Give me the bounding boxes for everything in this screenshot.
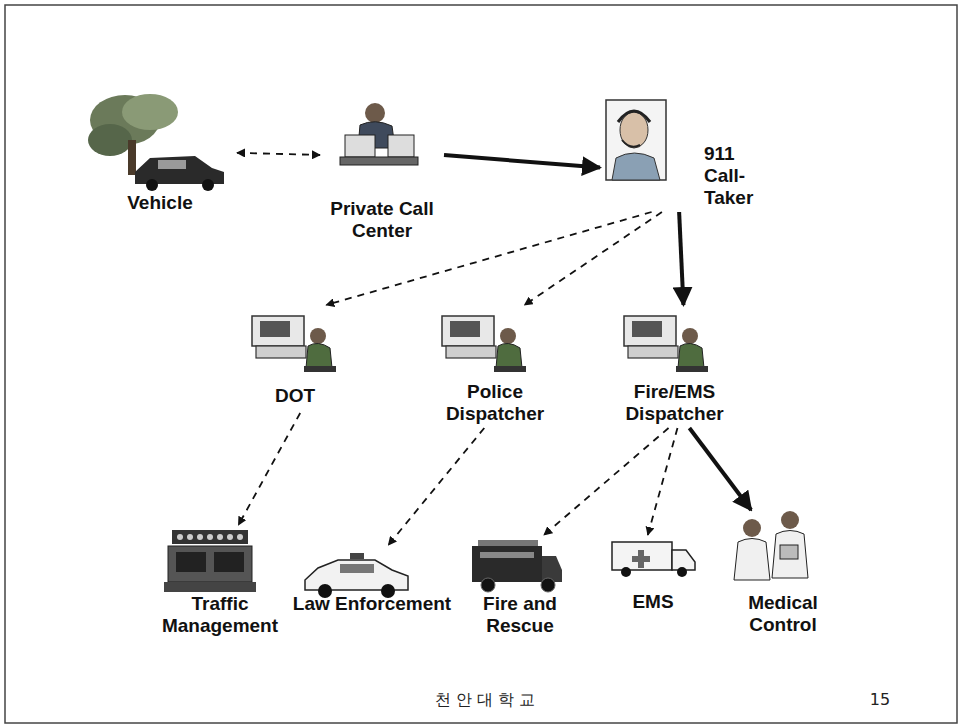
icon-node: DOT bbox=[243, 305, 347, 413]
node-label: Medical Control bbox=[728, 592, 838, 636]
node-label: Law Enforcement bbox=[292, 593, 452, 615]
icon-node: Traffic Management bbox=[143, 525, 297, 640]
dashed-link-arrow bbox=[524, 212, 661, 305]
icon-node: Law Enforcement bbox=[290, 545, 454, 637]
vehicle-icon bbox=[88, 94, 224, 191]
page-number: 15 bbox=[860, 690, 900, 709]
ambulance-icon bbox=[612, 542, 695, 577]
dashed-link-arrow bbox=[544, 428, 669, 535]
icon-node: EMS bbox=[601, 535, 705, 619]
primary-flow-arrow bbox=[679, 212, 683, 305]
icon-node: Medical Control bbox=[726, 510, 840, 639]
node-label: Private Call Center bbox=[322, 198, 442, 242]
dashed-link-arrow bbox=[238, 413, 300, 525]
footer-text: 천 안 대 학 교 bbox=[420, 690, 550, 711]
dashed-link-arrow bbox=[648, 428, 678, 535]
icon-node: Private Call Center bbox=[320, 95, 444, 245]
dashed-link-arrow bbox=[237, 153, 320, 155]
traffic-center-icon bbox=[164, 530, 256, 592]
console-icon bbox=[624, 316, 708, 372]
icon-node: Police Dispatcher bbox=[428, 305, 562, 428]
icon-node: Vehicle bbox=[83, 88, 237, 223]
node-label: 911 Call-Taker bbox=[704, 143, 766, 209]
primary-flow-arrow bbox=[444, 155, 600, 168]
node-label: DOT bbox=[245, 385, 345, 407]
icon-node: Fire/EMS Dispatcher bbox=[600, 305, 749, 428]
node-label: Vehicle bbox=[85, 192, 235, 214]
dashed-link-arrow bbox=[388, 428, 484, 545]
primary-flow-arrow bbox=[689, 428, 751, 510]
frame bbox=[5, 5, 957, 723]
icon-node: 911 Call-Taker bbox=[600, 95, 772, 212]
node-label: Police Dispatcher bbox=[430, 381, 560, 425]
console-icon bbox=[442, 316, 526, 372]
fire-truck-icon bbox=[472, 540, 562, 592]
call-taker-icon bbox=[606, 100, 666, 180]
icon-node: Fire and Rescue bbox=[460, 535, 580, 640]
node-label: Traffic Management bbox=[145, 593, 295, 637]
node-label: Fire/EMS Dispatcher bbox=[602, 381, 747, 425]
console-icon bbox=[252, 316, 336, 372]
node-label: EMS bbox=[603, 591, 703, 613]
police-car-icon bbox=[305, 553, 408, 598]
call-center-icon bbox=[340, 103, 418, 165]
node-label: Fire and Rescue bbox=[462, 593, 578, 637]
doctors-icon bbox=[734, 511, 808, 580]
